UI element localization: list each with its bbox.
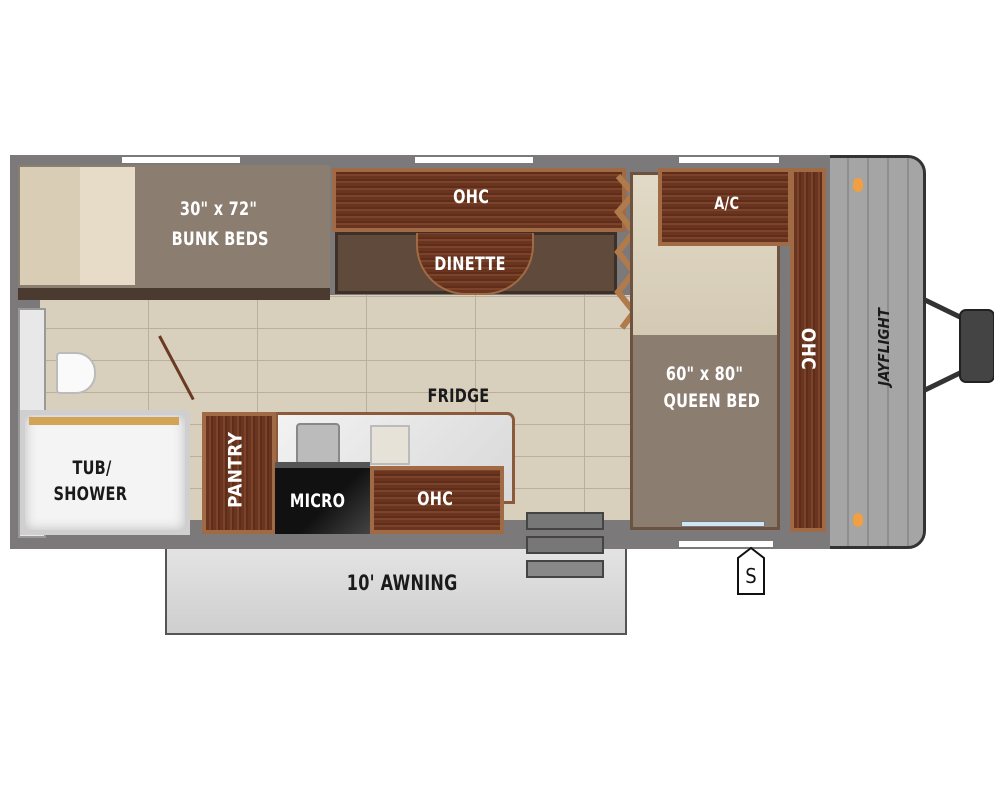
tub-label-2: SHOWER bbox=[53, 483, 128, 505]
pantry-label: PANTRY bbox=[224, 431, 247, 509]
shower-curtain bbox=[29, 417, 179, 425]
queen-label: QUEEN BED bbox=[663, 390, 761, 412]
front-cap: JAYFLIGHT bbox=[826, 155, 926, 549]
bunk-pillow bbox=[20, 167, 135, 285]
tub-shower: TUB/ SHOWER bbox=[20, 410, 190, 535]
micro-label: MICRO bbox=[289, 490, 346, 512]
folding-divider bbox=[614, 174, 639, 330]
microwave: MICRO bbox=[275, 462, 370, 534]
queen-size: 60" x 80" bbox=[665, 363, 744, 385]
sign-shape-icon bbox=[737, 546, 765, 595]
tub-label-1: TUB/ bbox=[72, 457, 112, 479]
overhead-cabinet-top: OHC bbox=[332, 168, 626, 232]
step bbox=[526, 536, 604, 554]
skylight bbox=[681, 521, 765, 527]
bunk-size: 30" x 72" bbox=[179, 198, 258, 220]
ac-cabinet: A/C bbox=[658, 168, 792, 246]
dinette: DINETTE bbox=[335, 232, 617, 295]
marker-light-icon bbox=[853, 178, 863, 192]
step bbox=[526, 560, 604, 578]
entry-steps bbox=[524, 512, 606, 580]
sign-label: S bbox=[745, 564, 757, 588]
pantry: PANTRY bbox=[202, 412, 276, 534]
bunk-beds: 30" x 72" BUNK BEDS bbox=[18, 165, 330, 300]
dinette-label: DINETTE bbox=[434, 253, 506, 275]
awning-label: 10' AWNING bbox=[346, 571, 458, 595]
overhead-cabinet-side: OHC bbox=[790, 168, 826, 532]
step bbox=[526, 512, 604, 530]
ac-label: A/C bbox=[714, 194, 740, 214]
sign-marker: S bbox=[736, 546, 766, 596]
stove-icon bbox=[296, 423, 340, 465]
brand-logo: JAYFLIGHT bbox=[875, 308, 893, 386]
ohc-top-label: OHC bbox=[453, 186, 490, 208]
fridge-label: FRIDGE bbox=[427, 385, 490, 407]
bunk-label: BUNK BEDS bbox=[171, 228, 269, 250]
sink-icon bbox=[370, 425, 410, 465]
window bbox=[679, 541, 773, 547]
marker-light-icon bbox=[853, 513, 863, 527]
toilet-icon bbox=[56, 352, 96, 394]
overhead-cabinet-kitchen: OHC bbox=[370, 466, 504, 534]
window bbox=[415, 157, 533, 163]
window bbox=[122, 157, 240, 163]
window bbox=[679, 157, 779, 163]
ohc-side-label: OHC bbox=[797, 327, 820, 371]
hitch-icon bbox=[923, 297, 994, 393]
ohc-kitchen-label: OHC bbox=[417, 488, 454, 510]
